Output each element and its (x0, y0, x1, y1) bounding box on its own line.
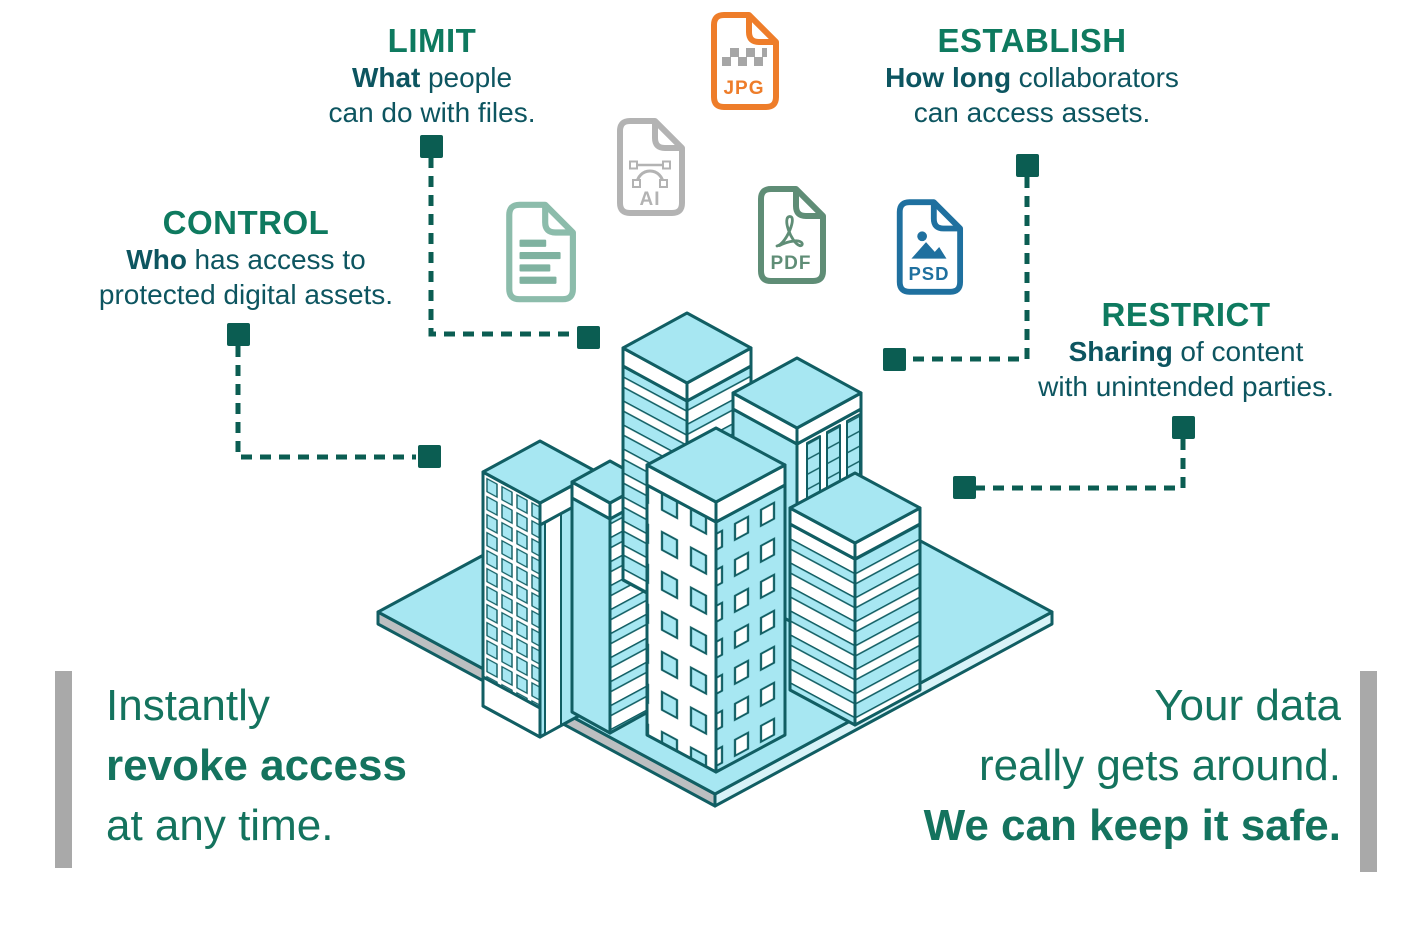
city-shapes (376, 311, 1054, 808)
tagline-left-line3: at any time. (106, 801, 334, 850)
establish-connector (906, 177, 1030, 362)
control-marker-square (227, 323, 250, 346)
tagline-left: Instantly revoke access at any time. (106, 676, 407, 856)
restrict-end-square (953, 476, 976, 499)
restrict-title: RESTRICT (1101, 296, 1271, 333)
control-title: CONTROL (162, 204, 330, 241)
tagline-right-line1: Your data (1154, 681, 1341, 730)
left-accent-bar (55, 671, 72, 868)
establish-title: ESTABLISH (937, 22, 1127, 59)
restrict-connector (976, 439, 1186, 491)
building-right-front-striped (788, 471, 922, 727)
limit-connector (428, 157, 576, 337)
restrict-marker-square (1172, 416, 1195, 439)
right-accent-bar (1360, 671, 1377, 872)
tagline-left-line2: revoke access (106, 741, 407, 790)
tagline-right: Your data really gets around. We can kee… (924, 676, 1341, 856)
building-center-front (645, 426, 787, 774)
establish-marker-square (1016, 154, 1039, 177)
control-end-square (418, 445, 441, 468)
limit-end-square (577, 326, 600, 349)
establish-end-square (883, 348, 906, 371)
tagline-left-line1: Instantly (106, 681, 270, 730)
limit-marker-square (420, 135, 443, 158)
control-connector (235, 346, 416, 460)
limit-title: LIMIT (387, 22, 477, 59)
city-illustration (376, 311, 1054, 808)
tagline-right-line3: We can keep it safe. (923, 801, 1341, 850)
tagline-right-line2: really gets around. (979, 741, 1341, 790)
